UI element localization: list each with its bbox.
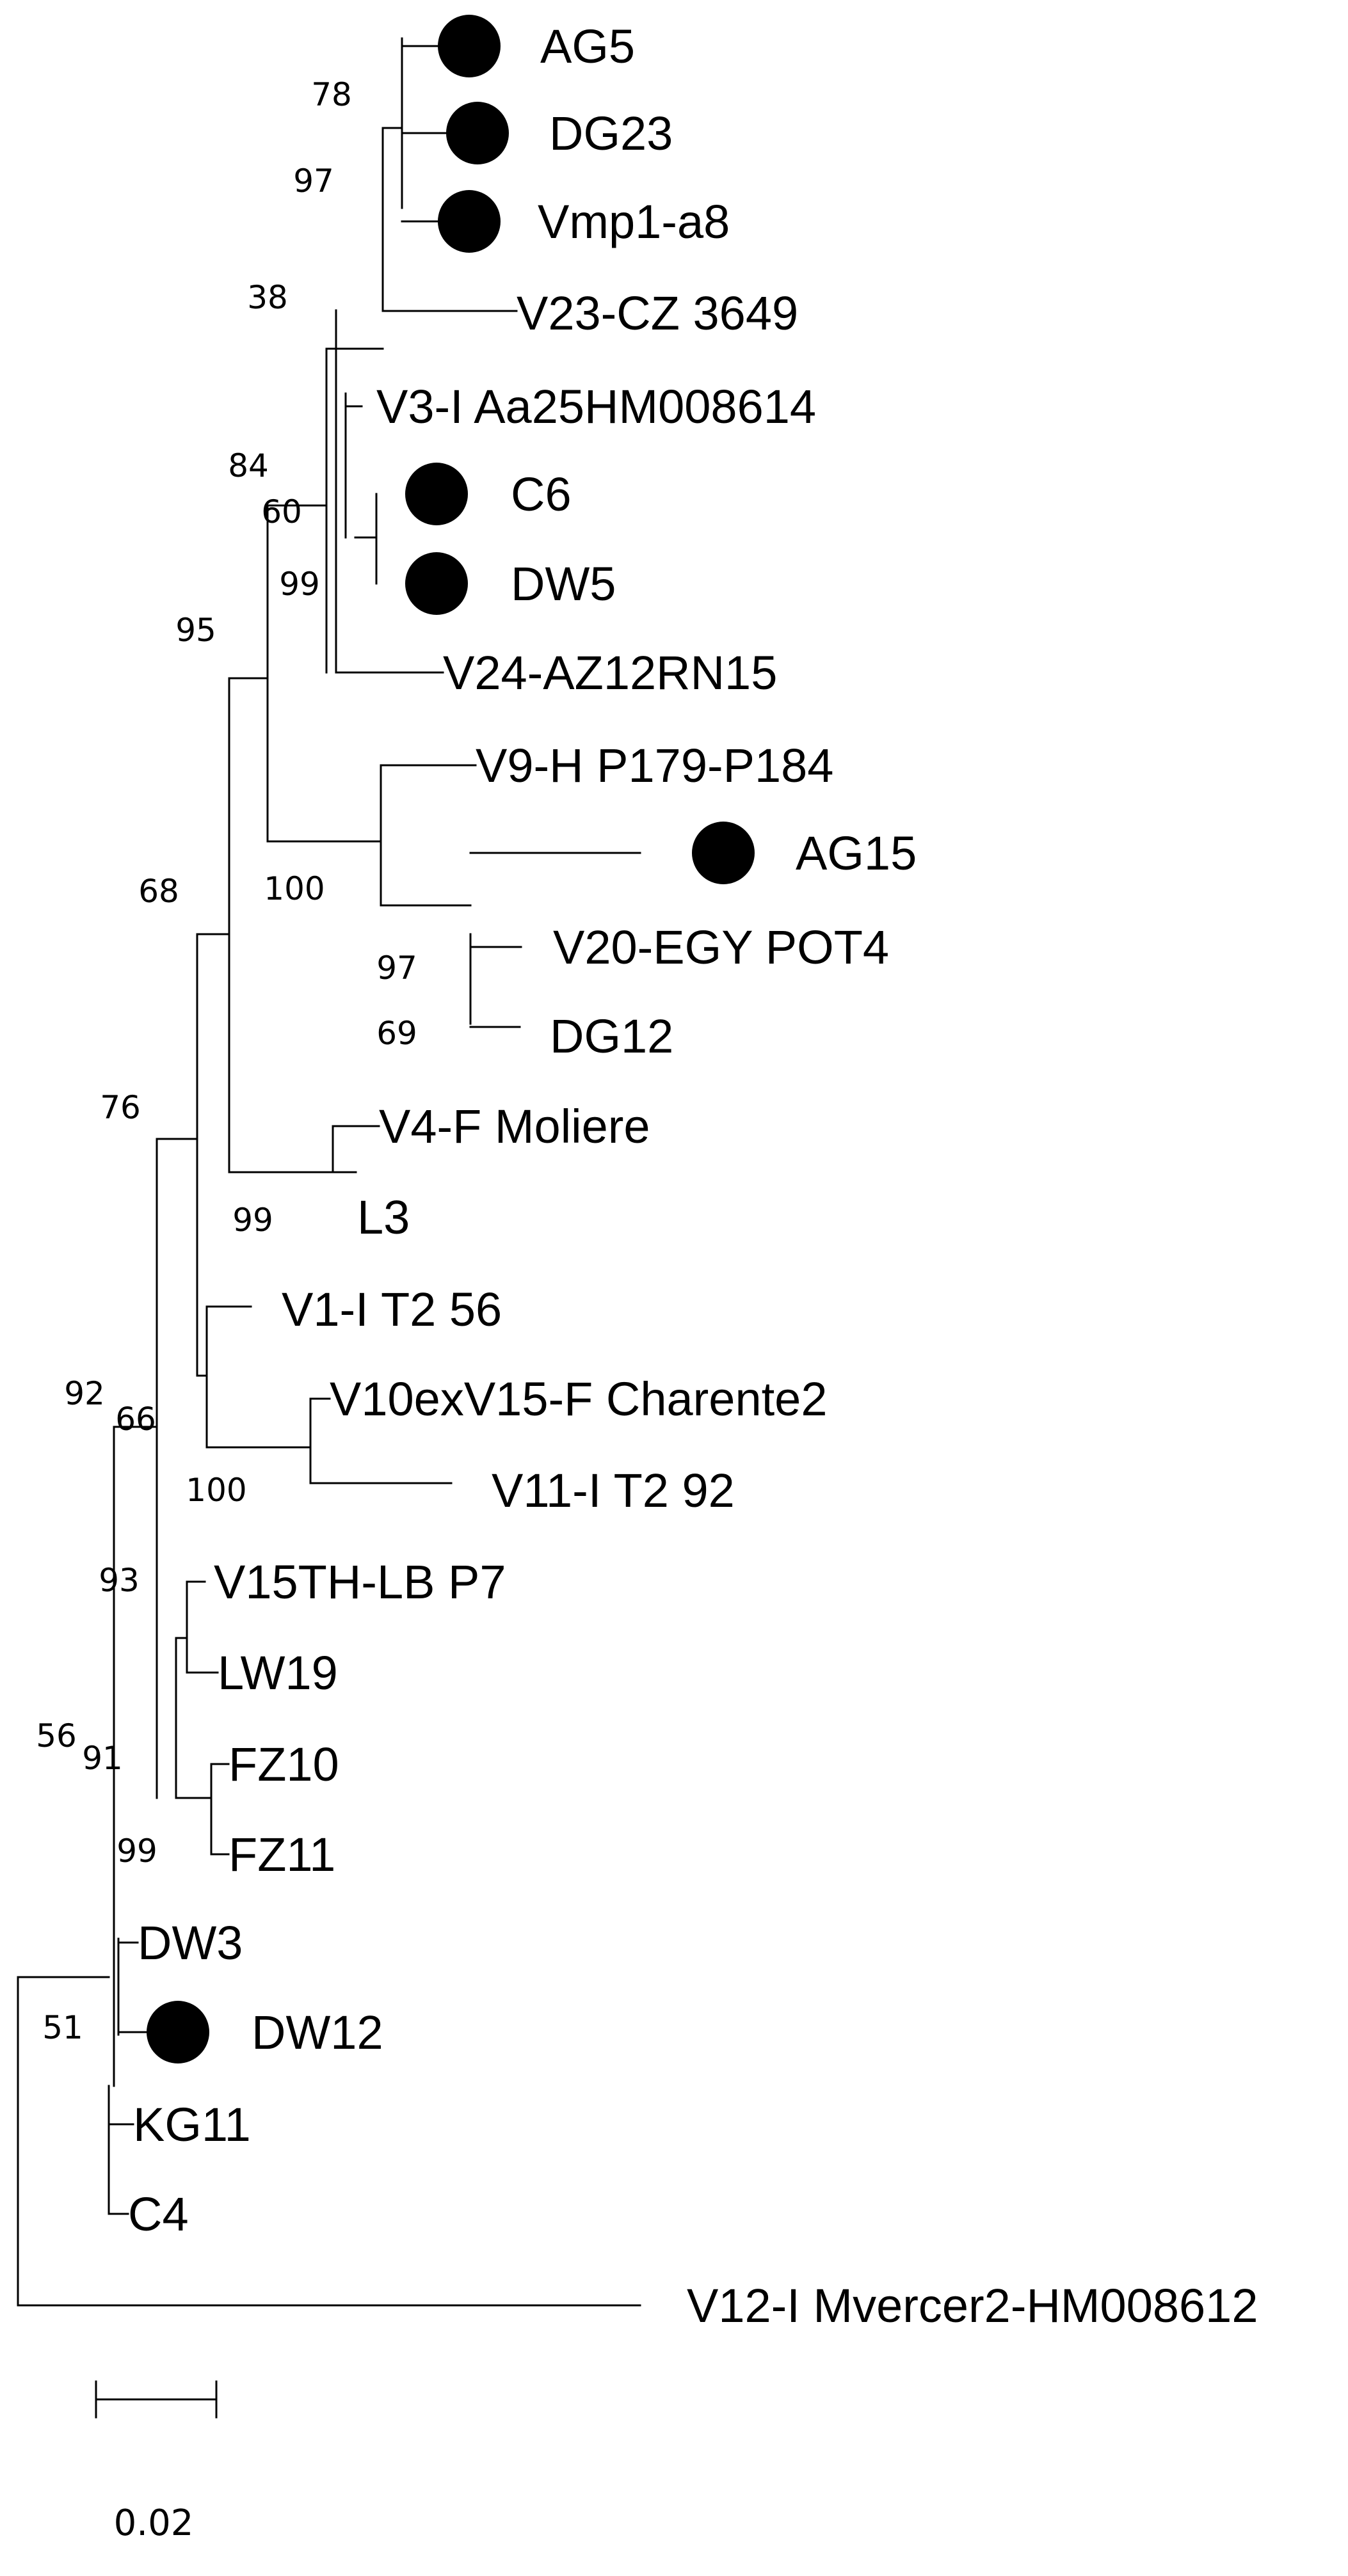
- taxon-label: V10exV15-F Charente2: [330, 1372, 827, 1426]
- bootstrap-value: 100: [186, 1472, 246, 1509]
- taxon-label: DG23: [549, 107, 673, 160]
- taxon-label: V23-CZ 3649: [517, 287, 798, 340]
- taxon-label: FZ10: [229, 1738, 339, 1791]
- taxon-label: V11-I T2 92: [492, 1464, 735, 1517]
- taxon-label: V9-H P179-P184: [476, 739, 833, 792]
- bootstrap-value: 100: [264, 870, 325, 907]
- bootstrap-value: 56: [36, 1717, 77, 1754]
- taxon-label: V1-I T2 56: [282, 1283, 502, 1336]
- taxon-label: V20-EGY POT4: [553, 921, 889, 974]
- taxon-label: C4: [128, 2188, 189, 2241]
- sample-marker-icon: [147, 2001, 209, 2063]
- bootstrap-value: 92: [64, 1375, 105, 1412]
- taxon-label: DW5: [511, 557, 616, 610]
- taxon-label: DW3: [138, 1916, 243, 1969]
- taxon-label: FZ11: [229, 1828, 335, 1881]
- sample-marker-icon: [692, 822, 755, 884]
- bootstrap-value: 76: [100, 1089, 141, 1126]
- bootstrap-value: 93: [99, 1562, 140, 1599]
- bootstrap-value: 60: [261, 493, 302, 530]
- taxon-label: KG11: [133, 2098, 251, 2151]
- taxon-label: V15TH-LB P7: [214, 1555, 506, 1609]
- bootstrap-value: 95: [175, 612, 216, 649]
- bootstrap-value: 97: [293, 163, 334, 200]
- bootstrap-value: 99: [232, 1202, 273, 1239]
- sample-marker-icon: [438, 15, 501, 77]
- taxon-label: LW19: [218, 1646, 338, 1699]
- taxon-label: V3-I Aa25HM008614: [376, 380, 816, 433]
- bootstrap-value: 69: [376, 1015, 417, 1052]
- taxon-label: V4-F Moliere: [379, 1100, 650, 1153]
- scale-bar-label: 0.02: [114, 2502, 194, 2544]
- bootstrap-value: 78: [311, 76, 352, 113]
- bootstrap-value: 99: [116, 1833, 157, 1870]
- sample-marker-icon: [438, 190, 501, 253]
- bootstrap-value: 51: [42, 2009, 83, 2046]
- sample-marker-icon: [405, 552, 468, 615]
- sample-marker-icon: [405, 463, 468, 525]
- taxon-label: AG5: [540, 20, 635, 73]
- taxon-label: DG12: [550, 1010, 673, 1063]
- bootstrap-value: 84: [228, 447, 269, 484]
- tree-branches: [17, 37, 641, 2419]
- taxon-label: AG15: [796, 827, 917, 880]
- bootstrap-value: 97: [376, 950, 417, 987]
- bootstrap-value: 99: [279, 566, 320, 603]
- bootstrap-values: 78 97 38 60 99 84 100 97 69 95 99 100 68 93 99 66 91 92 76…: [36, 76, 417, 2046]
- bootstrap-value: 91: [82, 1740, 123, 1777]
- sample-marker-icon: [446, 102, 509, 164]
- taxon-label: Vmp1-a8: [538, 195, 730, 248]
- taxon-label: V24-AZ12RN15: [443, 646, 777, 699]
- bootstrap-value: 66: [115, 1401, 156, 1438]
- taxon-label: DW12: [252, 2006, 383, 2059]
- bootstrap-value: 38: [247, 279, 288, 316]
- taxon-label: L3: [357, 1191, 410, 1244]
- taxon-label: C6: [511, 468, 572, 521]
- bootstrap-value: 68: [138, 873, 179, 910]
- taxon-label: V12-I Mvercer2-HM008612: [687, 2279, 1258, 2332]
